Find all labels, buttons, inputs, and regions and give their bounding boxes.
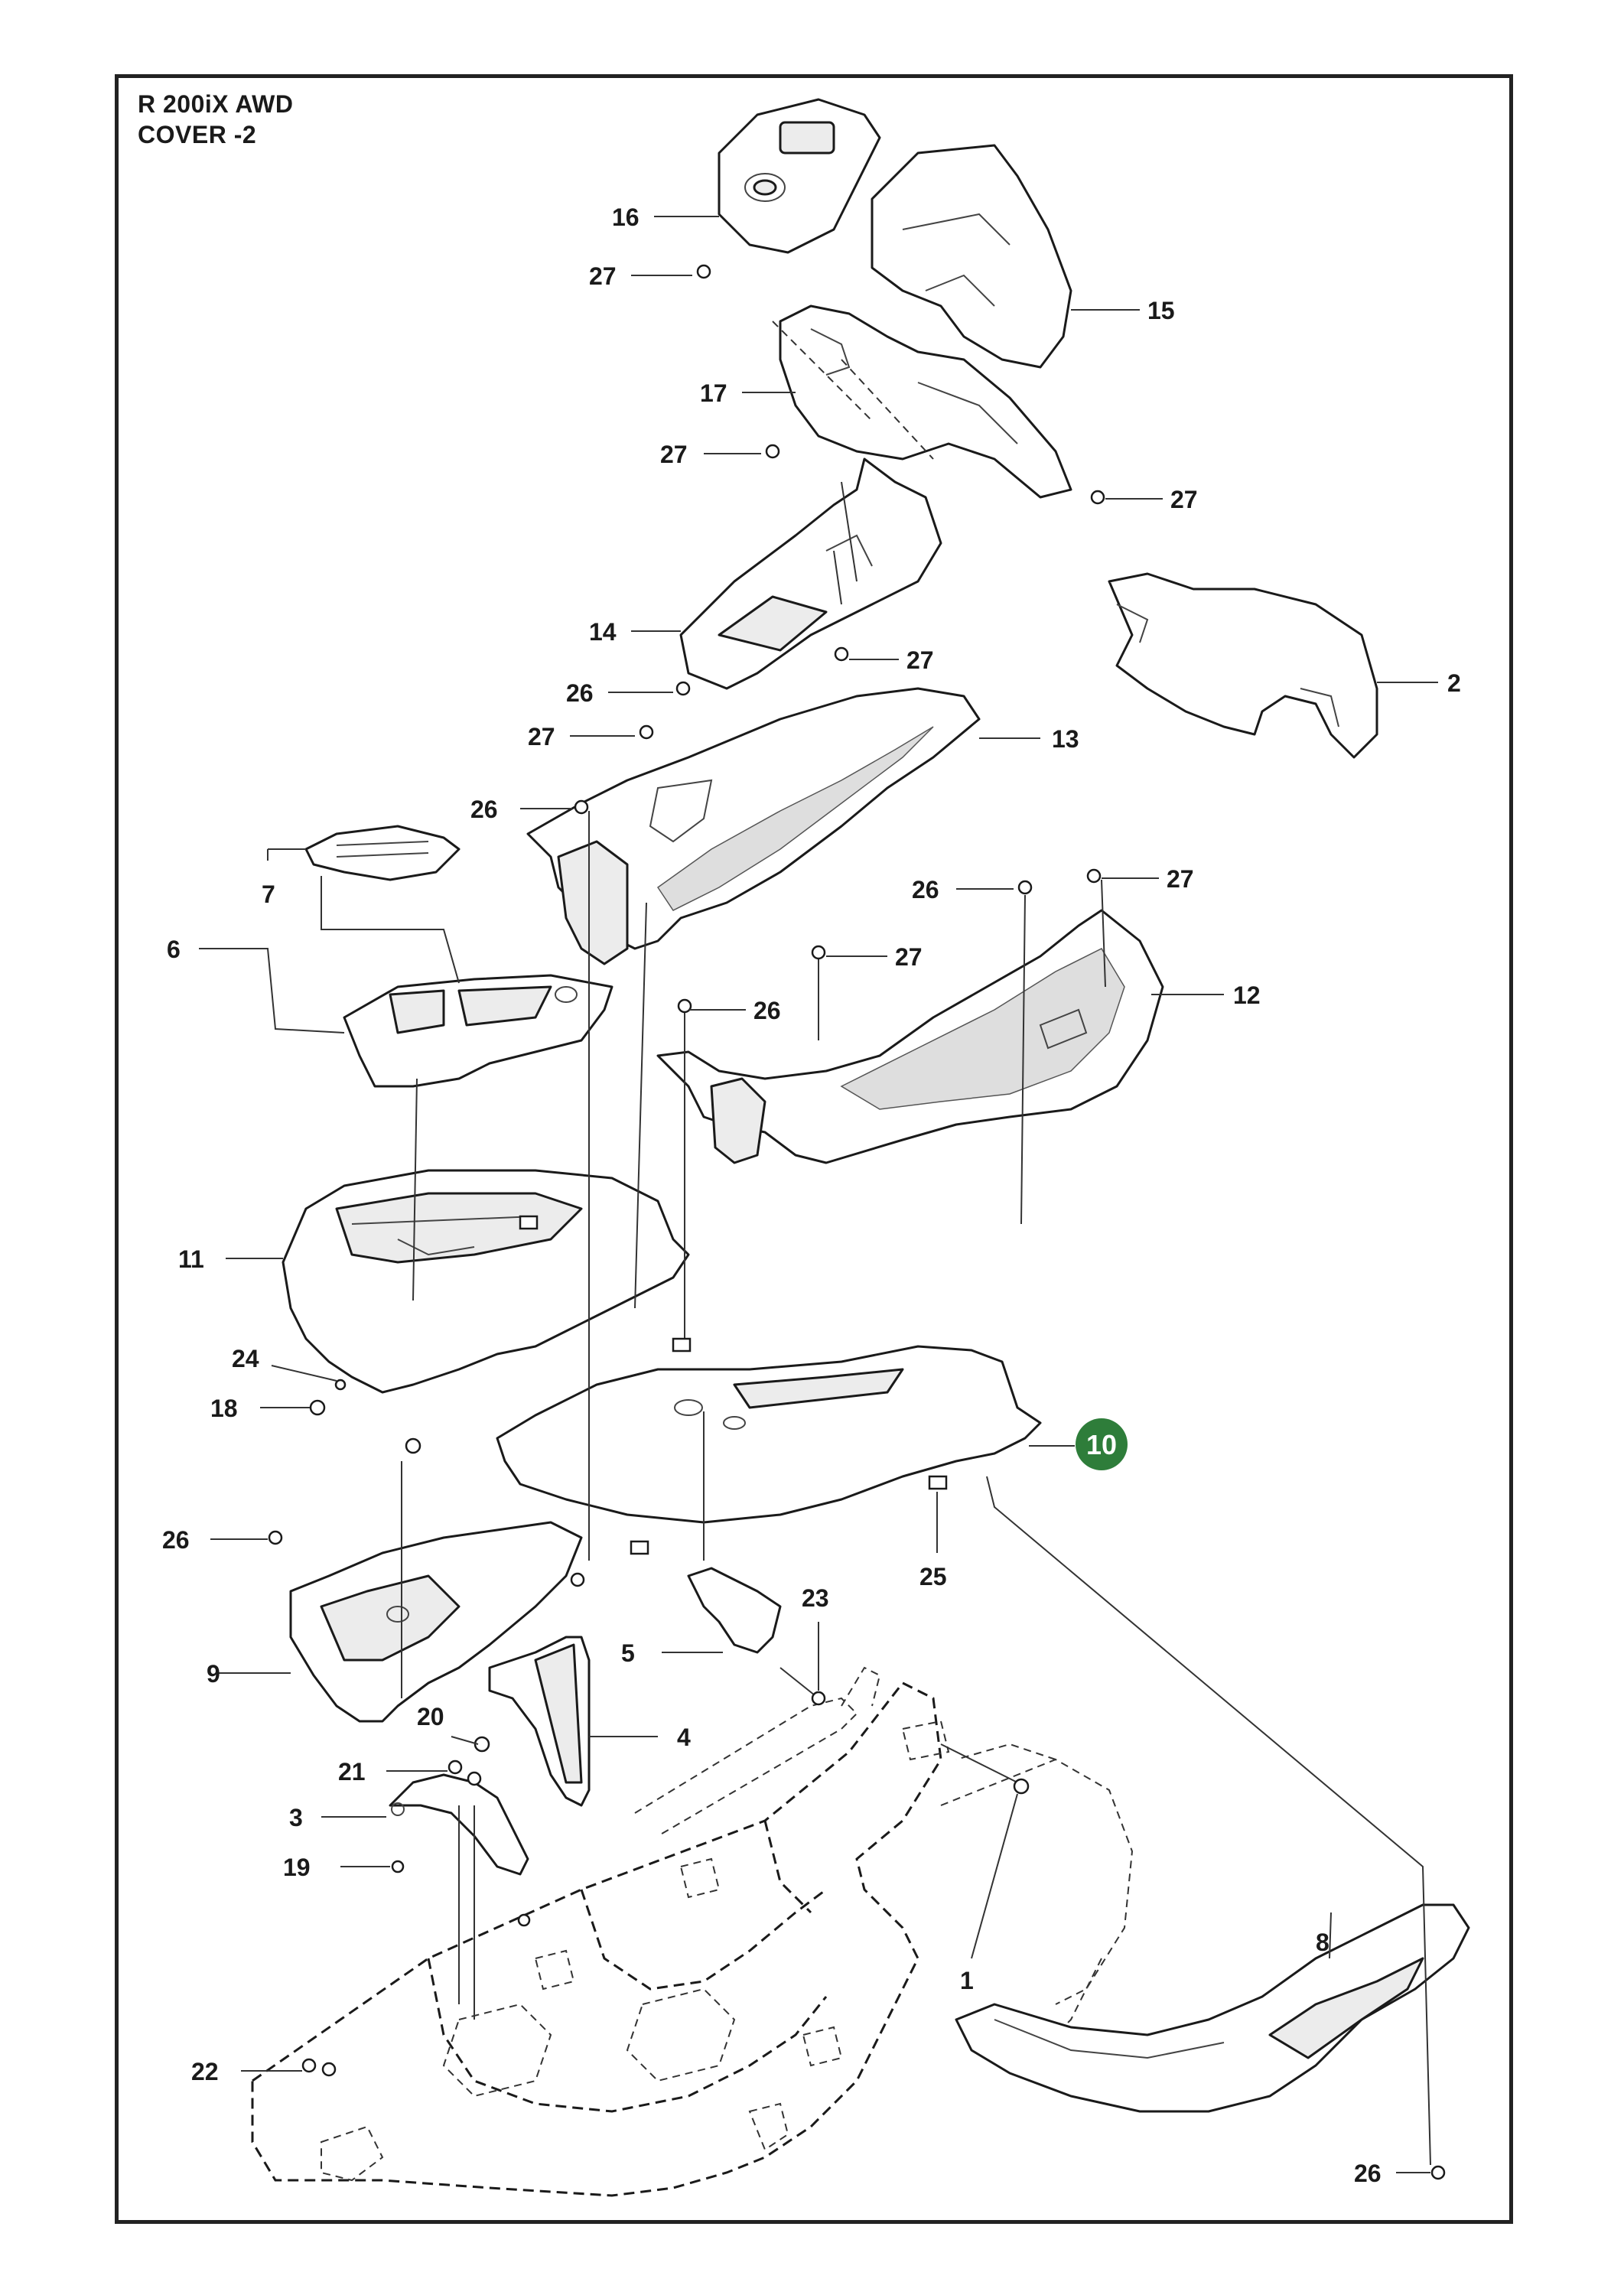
screw-27-icon bbox=[1090, 490, 1105, 505]
screw-27-icon bbox=[639, 724, 654, 740]
screw-26-icon bbox=[268, 1530, 283, 1545]
screw-26-icon bbox=[677, 998, 692, 1014]
callout-27: 27 bbox=[906, 646, 934, 674]
part-5-small-bracket bbox=[687, 1567, 782, 1654]
callout-22: 22 bbox=[191, 2058, 219, 2085]
screw-19-icon bbox=[391, 1860, 405, 1873]
callout-10-highlight-badge bbox=[1076, 1418, 1128, 1470]
callout-1: 1 bbox=[960, 1967, 974, 1994]
callout-26: 26 bbox=[1354, 2160, 1382, 2187]
part-9-side-panel bbox=[289, 1521, 583, 1723]
nut-21-icon bbox=[447, 1760, 463, 1775]
screw-27-icon bbox=[834, 646, 849, 662]
callout-6: 6 bbox=[167, 936, 181, 963]
callout-leaders bbox=[199, 216, 1438, 2173]
part-10-lower-cover bbox=[496, 1345, 1042, 1524]
clip-25-icon bbox=[928, 1475, 948, 1490]
callout-10: 10 bbox=[1086, 1429, 1117, 1460]
part-2-side-cover bbox=[1108, 572, 1378, 759]
callout-27: 27 bbox=[589, 262, 617, 290]
clip-icon bbox=[672, 1337, 692, 1353]
fasteners bbox=[268, 264, 1446, 2180]
screw-26-icon bbox=[675, 681, 691, 696]
screw-27-icon bbox=[811, 945, 826, 960]
diagram-title-section: COVER -2 bbox=[138, 121, 257, 148]
callout-26: 26 bbox=[753, 997, 781, 1024]
chassis-frame-outline bbox=[251, 1666, 1134, 2197]
callout-3: 3 bbox=[289, 1804, 303, 1831]
callout-20: 20 bbox=[417, 1703, 444, 1730]
callout-5: 5 bbox=[621, 1639, 635, 1667]
assembly-axis-lines bbox=[401, 481, 1431, 2166]
clip-18-icon bbox=[309, 1399, 326, 1416]
callout-27: 27 bbox=[1170, 486, 1198, 513]
callout-26: 26 bbox=[162, 1526, 190, 1554]
assembly-reference-lines bbox=[772, 321, 934, 460]
callout-2: 2 bbox=[1447, 669, 1461, 697]
nut-icon bbox=[570, 1572, 585, 1587]
part-12-floor-mat-right bbox=[656, 909, 1164, 1164]
callout-25: 25 bbox=[919, 1563, 947, 1590]
screw-27-icon bbox=[696, 264, 711, 279]
screw-icon bbox=[517, 1913, 531, 1927]
callout-27: 27 bbox=[1167, 865, 1194, 893]
callout-15: 15 bbox=[1147, 297, 1175, 324]
part-8-trim-strip bbox=[955, 1903, 1470, 2113]
callout-27: 27 bbox=[528, 723, 555, 750]
part-3-mounting-bracket bbox=[389, 1773, 529, 1876]
clip-18-icon bbox=[405, 1437, 421, 1454]
callout-26: 26 bbox=[912, 876, 939, 903]
screw-26-icon bbox=[1017, 880, 1033, 895]
part-7-tray-lid bbox=[304, 825, 461, 881]
callout-13: 13 bbox=[1052, 725, 1079, 753]
callout-24: 24 bbox=[232, 1345, 259, 1372]
screw-27-icon bbox=[1086, 868, 1102, 884]
callout-18: 18 bbox=[210, 1395, 238, 1422]
screw-26-icon bbox=[1430, 2165, 1446, 2180]
part-14-tunnel-cover bbox=[679, 457, 942, 690]
diagram-frame bbox=[115, 74, 1513, 2224]
screw-22-icon bbox=[321, 2062, 337, 2077]
callout-7: 7 bbox=[262, 881, 275, 908]
screw-22-icon bbox=[301, 2058, 317, 2073]
callout-9: 9 bbox=[207, 1660, 220, 1688]
callout-27: 27 bbox=[895, 943, 923, 971]
screw-20-icon bbox=[474, 1736, 490, 1753]
screw-27-icon bbox=[765, 444, 780, 459]
part-6-storage-tray bbox=[343, 974, 613, 1088]
nut-21-icon bbox=[467, 1771, 482, 1786]
bolt-1-icon bbox=[1013, 1778, 1030, 1795]
callout-19: 19 bbox=[283, 1854, 311, 1881]
screw-26-icon bbox=[574, 799, 589, 815]
callout-16: 16 bbox=[612, 203, 640, 231]
callout-12: 12 bbox=[1233, 981, 1261, 1009]
part-13-floor-mat bbox=[526, 687, 981, 965]
part-17-steering-console bbox=[779, 304, 1072, 499]
callout-27: 27 bbox=[660, 441, 688, 468]
callout-4: 4 bbox=[677, 1724, 691, 1751]
callout-21: 21 bbox=[338, 1758, 366, 1786]
callout-17: 17 bbox=[700, 379, 727, 407]
part-15-dash-side-panel bbox=[871, 144, 1072, 369]
diagram-title-model: R 200iX AWD bbox=[138, 90, 294, 118]
callout-11: 11 bbox=[178, 1245, 204, 1273]
part-16-dashboard-cover bbox=[718, 98, 881, 254]
callout-14: 14 bbox=[589, 618, 617, 646]
screw-23-icon bbox=[811, 1691, 826, 1706]
callout-26: 26 bbox=[566, 679, 594, 707]
callout-23: 23 bbox=[802, 1584, 829, 1612]
part-11-body-cover bbox=[282, 1169, 690, 1394]
pin-24-icon bbox=[334, 1379, 347, 1391]
clip-icon bbox=[519, 1215, 539, 1230]
callout-26: 26 bbox=[470, 796, 498, 823]
callout-labels: 16 27 15 17 27 27 2 14 27 26 27 13 26 7 … bbox=[162, 203, 1461, 2187]
part-4-bracket bbox=[488, 1636, 591, 1807]
clip-icon bbox=[630, 1540, 649, 1555]
callout-8: 8 bbox=[1316, 1929, 1329, 1956]
